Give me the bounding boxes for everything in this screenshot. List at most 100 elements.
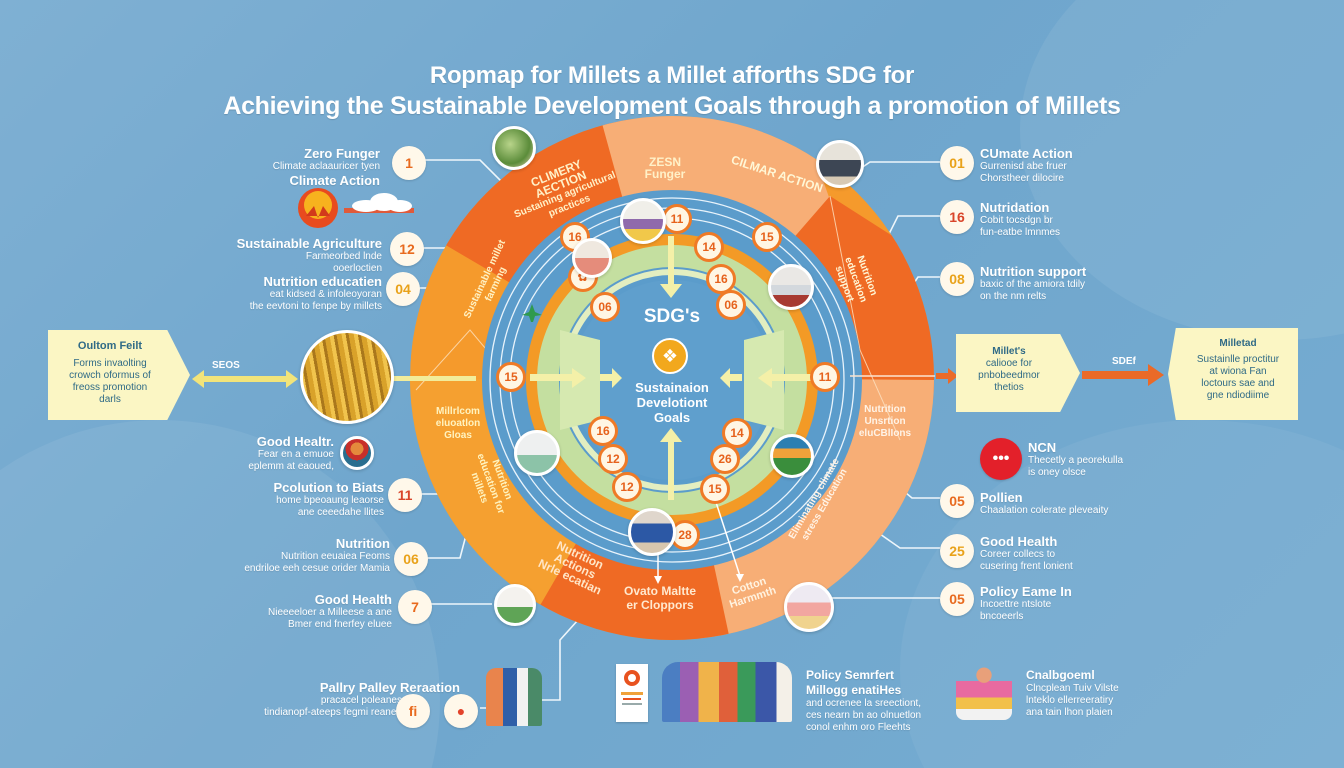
bottom-item-challenge: Cnalbgoeml Clncplean Tuiv Vilste lnteklo… [1026,668,1176,719]
ring-badge[interactable]: 14 [694,232,724,262]
segment-left-lower-title: Millrlcom eluoatlon Gloas [435,406,481,441]
ring-badge[interactable]: 16 [588,416,618,446]
walking-photo [514,430,560,476]
left-badge-04[interactable]: 04 [386,272,420,306]
left-item-line: eplemm at eaoued, [248,461,334,472]
segment-right-lower-sub: eluCBlIons [858,428,912,439]
cooking-person-illustration [956,664,1012,720]
left-item-line: ane ceeedahe llites [297,507,384,518]
ring-badge[interactable]: 15 [496,362,526,392]
right-item-heading: CUmate Action [980,146,1073,161]
people-group-illustration [486,668,542,726]
right-box-line: pnbobeedmor [978,370,1040,381]
right-box-line: thetios [994,382,1024,393]
cloud-icon [344,193,414,213]
right-badge-25[interactable]: 25 [940,534,974,568]
left-badge-policy[interactable]: fi [396,694,430,728]
left-item-heading: Zero Funger [304,146,380,161]
right-box-heading: Milletad [1219,338,1257,349]
food-photo [492,126,536,170]
ring-badge[interactable]: 12 [598,444,628,474]
left-item-line: Climate aclaauricer tyen [272,161,380,172]
right-item-line: Thecetly a peorekulla [1028,455,1124,466]
bottom-item-heading: Cnalbgoeml [1026,668,1095,682]
wheat-photo [300,330,394,424]
segment-bottom-center-title: Ovato Maltte [623,584,696,598]
community-illustration [662,662,792,722]
left-item-line: Nieeeeloer a Milleese a ane [268,607,392,618]
segment-top-center-title: ZESN [648,155,681,169]
segment-top-center-sub: Funger [644,167,686,181]
sun-icon [298,188,338,228]
ring-badge[interactable]: 11 [662,204,692,234]
right-item-heading: Pollien [980,490,1023,505]
left-badge-1[interactable]: 1 [392,146,426,180]
connector-lines-right [819,161,940,599]
right-item-line: bncoeerls [980,611,1024,622]
ring-badge[interactable]: 26 [710,444,740,474]
ring-badge[interactable]: 06 [590,292,620,322]
right-item-line: Incoettre ntslote [980,599,1052,610]
ring-badge[interactable]: 16 [706,264,736,294]
right-box-milletad: Milletad Sustainlle proctitur at wiona F… [1168,328,1298,420]
left-item-nutrition: Nutrition Nutrition eeuaiea Feoms endril… [240,536,390,575]
center-subtitle-line-1: Sustainaion [635,380,709,395]
bottom-item-line: ces nearn bn ao olnuetlon [806,710,922,721]
right-box-millets: Millet's caliooe for pnbobeedmor thetios [956,334,1080,412]
left-item-line: eat kidsed & infoleoyoran [269,289,382,300]
right-item-line: cusering frent lonient [980,561,1073,572]
right-box-line: at wiona Fan [1209,366,1267,377]
left-item-pollution: Pcolution to Biats home bpeoaung leaorse… [230,480,385,519]
right-badge-16[interactable]: 16 [940,200,974,234]
right-badge-05b[interactable]: 05 [940,582,974,616]
person-photo [816,140,864,188]
left-badge-7[interactable]: 7 [398,590,432,624]
left-badge-12[interactable]: 12 [390,232,424,266]
left-item-line: pracacel poleanes [320,695,402,706]
bottom-item-subheading: Millogg enatiHes [806,683,902,697]
right-item-heading: Nutridation [980,200,1050,215]
ring-badge[interactable]: 06 [716,290,746,320]
left-box-line: freoss promotion [72,382,148,393]
ring-badge[interactable]: 15 [700,474,730,504]
left-box-line: darls [99,394,121,405]
left-item-heading: Pallry Palley Reraation [319,680,460,695]
ring-badge[interactable]: 11 [810,362,840,392]
left-item-line: Climate Action [289,173,380,188]
landscape-photo [770,434,814,478]
left-box-line: crowch oformus of [69,370,151,381]
left-badge-06[interactable]: 06 [394,542,428,576]
center-heading: SDG's [643,306,701,327]
left-badge-11[interactable]: 11 [388,478,422,512]
right-badge-08[interactable]: 08 [940,262,974,296]
child-photo [572,238,612,278]
right-item-nutrition: Nutridation Cobit tocsdgn br fun-eatbe l… [980,200,1100,239]
center-subtitle-line-3: Goals [653,410,691,425]
right-item-line: Coreer collecs to [980,549,1056,560]
person-icon-badge[interactable]: ● [444,694,478,728]
left-item-line: Fear en a emuoe [257,449,334,460]
left-item-policy: Pallry Palley Reraation pracacel poleane… [250,680,460,719]
left-item-good-health: Good Healtr. Fear en a emuoe eplemm at e… [230,434,334,473]
bottom-item-line: conol enhm oro Fleehts [806,722,911,733]
ring-badge[interactable]: 12 [612,472,642,502]
ring-badge[interactable]: 15 [752,222,782,252]
right-arrow-label: SDEf [1112,356,1136,367]
left-item-zero-hunger: Zero Funger Climate aclaauricer tyen Cli… [236,146,380,188]
left-item-nutrition-education: Nutrition educatien eat kidsed & infoleo… [222,274,382,313]
person-avatar [340,436,374,470]
right-box-line: Sustainlle proctitur [1196,354,1280,365]
right-item-good-health: Good Health Coreer collecs to cusering f… [980,534,1110,573]
right-box-line: caliooe for [985,358,1033,369]
right-item-pollution: Pollien Chaalation colerate pleveaity [980,490,1150,517]
left-item-heading: Good Healtr. [256,434,334,449]
left-item-line: Nutrition eeuaiea Feoms [281,551,390,562]
right-item-line: Chaalation colerate pleveaity [980,505,1109,516]
right-badge-01[interactable]: 01 [940,146,974,180]
right-item-nutrition-support: Nutrition support baxic of the amiora td… [980,264,1120,303]
ring-badge[interactable]: 14 [722,418,752,448]
policy-document-icon [616,664,648,722]
right-badge-05[interactable]: 05 [940,484,974,518]
alert-dots-icon[interactable]: ••• [980,438,1022,480]
title-line-1: Ropmap for Millets a Millet afforths SDG… [429,62,915,89]
